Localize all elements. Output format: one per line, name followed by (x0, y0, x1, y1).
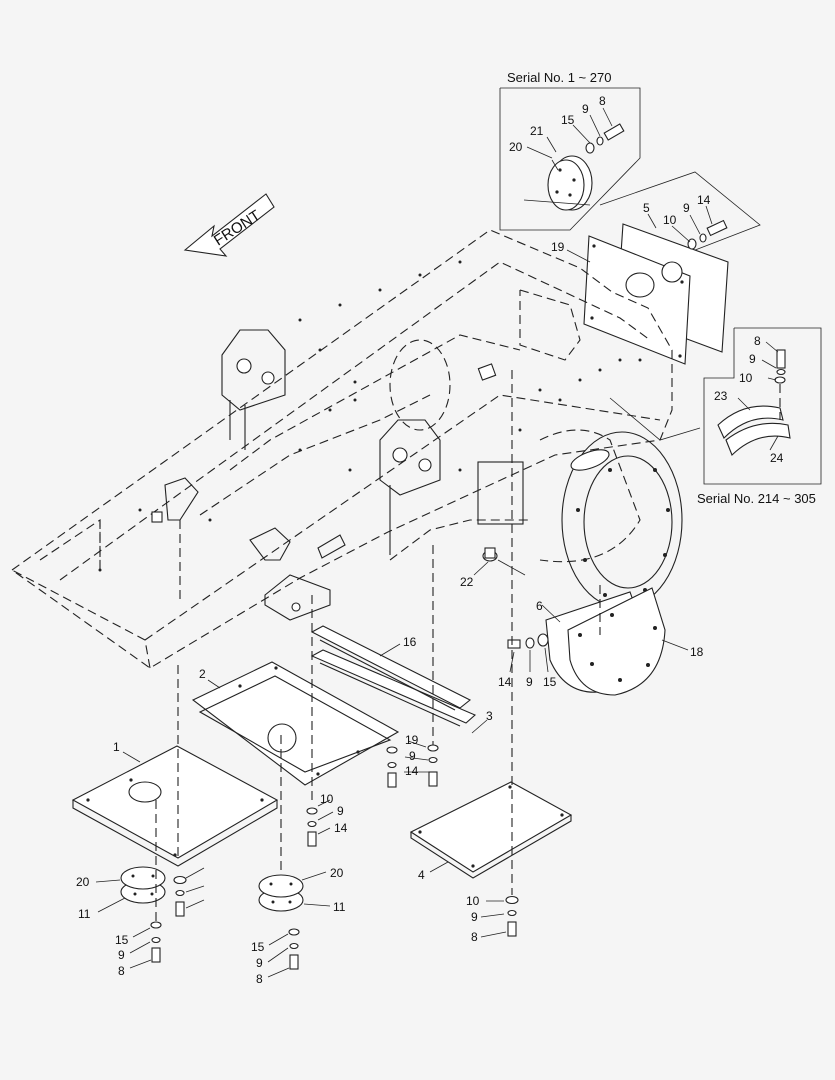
callout-6: 6 (536, 599, 543, 613)
callout-9: 9 (683, 201, 690, 215)
serial-label-right: Serial No. 214 ~ 305 (697, 491, 816, 506)
main-frame (11, 229, 683, 669)
callout-15: 15 (115, 933, 129, 947)
callout-21: 21 (530, 124, 544, 138)
callout-16: 16 (403, 635, 417, 649)
cover-18 (567, 587, 666, 696)
callout-14: 14 (498, 675, 512, 689)
callout-9: 9 (409, 749, 416, 763)
callout-14: 14 (697, 193, 711, 207)
pan-2 (191, 661, 400, 786)
callout-9: 9 (749, 352, 756, 366)
callout-9: 9 (256, 956, 263, 970)
callout-20: 20 (509, 140, 523, 154)
plug-22 (473, 547, 526, 576)
alignment-lines (177, 370, 701, 895)
callout-19: 19 (405, 733, 419, 747)
shim-23 (717, 405, 784, 439)
callout-8: 8 (599, 94, 606, 108)
callout-10: 10 (663, 213, 677, 227)
callout-9: 9 (582, 102, 589, 116)
frame-bolt-holes (98, 260, 670, 597)
callout-11: 11 (78, 907, 91, 921)
front-direction-arrow: FRONT (183, 193, 275, 257)
callout-14: 14 (334, 821, 348, 835)
callout-3: 3 (486, 709, 493, 723)
mount-bracket-left (221, 329, 286, 411)
rubber-mount-left (95, 800, 205, 969)
serial-box-right: Serial No. 214 ~ 305 (697, 327, 822, 506)
callout-9: 9 (526, 675, 533, 689)
strip-3 (310, 649, 477, 724)
callout-8: 8 (754, 334, 761, 348)
side-cover-plates (566, 171, 761, 365)
plate-4 (409, 781, 573, 879)
bolt-stack-plate-4 (480, 895, 519, 938)
callout-5: 5 (643, 201, 650, 215)
callout-9: 9 (118, 948, 125, 962)
plate-1 (71, 745, 279, 867)
rubber-mount-center (258, 595, 331, 978)
callout-18: 18 (690, 645, 704, 659)
bottom-cover-6-18 (507, 587, 689, 696)
callout-8: 8 (471, 930, 478, 944)
guard-strips (310, 625, 488, 734)
callout-8: 8 (118, 964, 125, 978)
callout-10: 10 (739, 371, 753, 385)
callout-9: 9 (471, 910, 478, 924)
bolt-stack-pan (306, 799, 334, 847)
callout-23: 23 (714, 389, 728, 403)
shim-24 (725, 422, 791, 456)
callout-15: 15 (561, 113, 575, 127)
callout-22: 22 (460, 575, 474, 589)
callout-15: 15 (251, 940, 265, 954)
callout-24: 24 (770, 451, 784, 465)
cover-part-21 (547, 159, 585, 211)
callout-8: 8 (256, 972, 263, 986)
callout-20: 20 (330, 866, 344, 880)
serial-label-top: Serial No. 1 ~ 270 (507, 70, 611, 85)
callout-11: 11 (333, 900, 346, 914)
callout-2: 2 (199, 667, 206, 681)
front-arrow-label: FRONT (211, 207, 264, 249)
callout-4: 4 (418, 868, 425, 882)
callout-1: 1 (113, 740, 120, 754)
callout-19: 19 (551, 240, 565, 254)
bolt-stack-center (386, 740, 439, 788)
strip-16 (310, 625, 472, 709)
callout-9: 9 (337, 804, 344, 818)
serial-box-top: Serial No. 1 ~ 270 (499, 70, 641, 231)
callout-14: 14 (405, 764, 419, 778)
callout-20: 20 (76, 875, 90, 889)
callout-15: 15 (543, 675, 557, 689)
callout-10: 10 (466, 894, 480, 908)
mount-bracket-right (379, 419, 441, 496)
callout-10: 10 (320, 792, 334, 806)
